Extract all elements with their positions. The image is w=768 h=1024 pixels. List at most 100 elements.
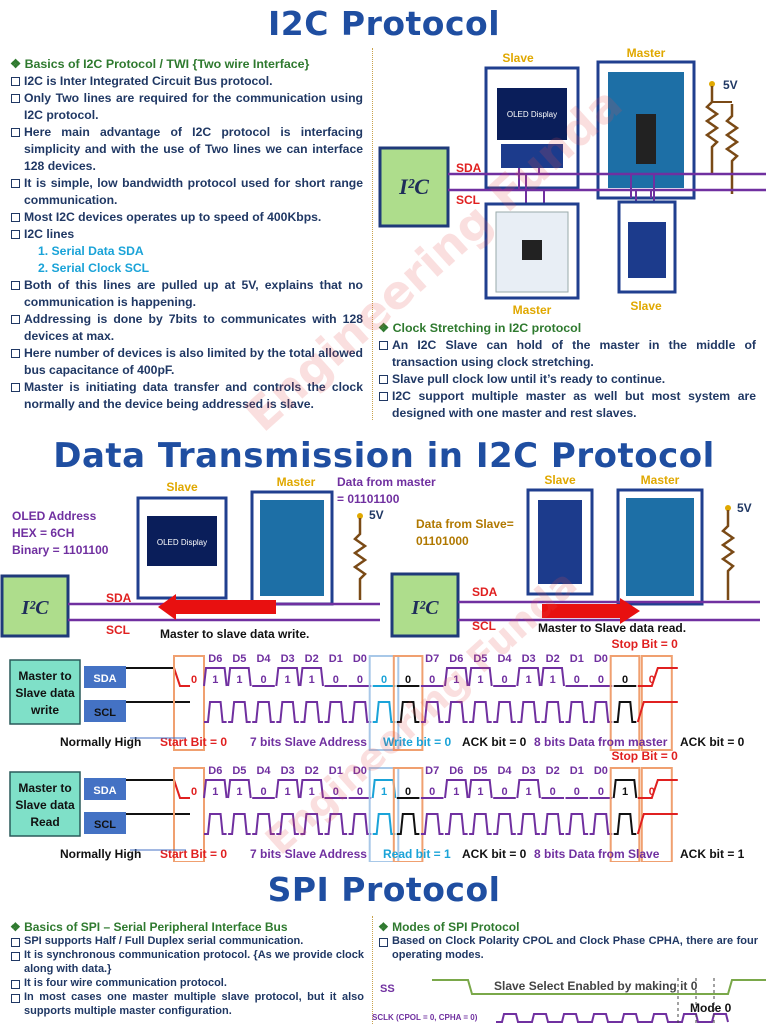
bit-label: D0 <box>594 653 608 665</box>
master-label: Master <box>641 474 680 487</box>
bit-label: D1 <box>570 653 584 665</box>
bit-value: 1 <box>477 674 483 686</box>
list-item: Here number of devices is also limited b… <box>10 345 363 379</box>
list-item: SPI supports Half / Full Duplex serial c… <box>10 934 364 948</box>
bit-label: D0 <box>594 765 608 777</box>
start-bit-label: Start Bit = 0 <box>160 735 227 749</box>
bit-value: 0 <box>598 786 604 798</box>
list-item: Only Two lines are required for the comm… <box>10 90 363 124</box>
sda-bit <box>444 667 469 687</box>
sda-bit <box>203 779 228 799</box>
slave-label: Slave <box>502 51 534 65</box>
transfer-label: write <box>30 703 59 717</box>
bit-value: 1 <box>236 674 242 686</box>
sda-bit <box>299 667 324 687</box>
data-label: 8 bits Data from Slave <box>534 847 660 861</box>
ack2-box <box>609 767 641 862</box>
list-item: Addressing is done by 7bits to communica… <box>10 311 363 345</box>
spi-basics: ❖ Basics of SPI – Serial Peripheral Inte… <box>10 920 364 1018</box>
bit-label: D4 <box>256 765 271 777</box>
spi-title: SPI Protocol <box>267 870 501 909</box>
i2c-bus-diagram: Slave Master OLED Display 5V I²C SDA SCL… <box>378 46 766 317</box>
stop-bit-label: Stop Bit = 0 <box>611 749 678 763</box>
sda-label: SDA <box>456 161 482 175</box>
bit-label: D6 <box>208 653 222 665</box>
transfer-label: Master to <box>18 669 71 683</box>
scl-pulse <box>420 813 444 835</box>
data-from-slave: Data from Slave= <box>416 517 514 531</box>
sda-bit <box>468 779 493 799</box>
bit-label: D5 <box>473 653 487 665</box>
slave-bottom-label: Slave <box>630 299 662 313</box>
spi-modes-heading: ❖ Modes of SPI Protocol <box>378 920 520 934</box>
scl-pulse <box>517 813 540 835</box>
slave-label: Slave <box>544 474 576 487</box>
start-value: 0 <box>191 786 197 798</box>
scl-pulse <box>517 701 540 723</box>
i2c-box-label: I²C <box>20 597 49 619</box>
ack2-label: ACK bit = 0 <box>680 735 745 749</box>
data-label: 8 bits Data from master <box>534 735 668 749</box>
bit-value: 1 <box>550 674 556 686</box>
scl-pulse <box>565 813 589 835</box>
bit-value: 0 <box>381 674 387 686</box>
start-sda <box>173 779 190 799</box>
bit-value: 0 <box>429 786 435 798</box>
bit-value: 0 <box>260 674 266 686</box>
scl-pulse <box>541 701 564 723</box>
bit-value: 1 <box>526 786 532 798</box>
transfer-label: Master to <box>18 781 71 795</box>
bit-value: 1 <box>212 786 218 798</box>
start-bit-label: Start Bit = 0 <box>160 847 227 861</box>
sclk-label: SCLK (CPOL = 0, CPHA = 0) <box>372 1013 478 1022</box>
list-item-sda: 1. Serial Data SDA <box>38 244 144 258</box>
scl-pulse <box>613 701 637 723</box>
transfer-label: Slave data <box>15 686 75 700</box>
divider <box>372 48 373 420</box>
bit-value: 0 <box>501 786 507 798</box>
spi-modes: ❖ Modes of SPI Protocol Based on Clock P… <box>378 920 758 962</box>
i2c-title: I2C Protocol <box>267 4 501 43</box>
scl-pulse <box>276 701 299 723</box>
vcc-label: 5V <box>369 508 384 522</box>
spi-mode-diagram: SS Slave Select Enabled by making it 0 M… <box>372 978 766 1024</box>
master-bottom-label: Master <box>513 303 552 317</box>
address-label: 7 bits Slave Address <box>250 735 367 749</box>
scl-pulse <box>228 701 251 723</box>
stop-sda <box>637 667 678 687</box>
bit-value: 0 <box>260 786 266 798</box>
bit-value: 1 <box>285 786 291 798</box>
oled-screen <box>497 88 567 140</box>
scl-pulse <box>493 813 516 835</box>
divider <box>372 916 373 1024</box>
read-arrow <box>542 598 640 624</box>
bit-value: 1 <box>309 786 315 798</box>
scl-tag-label: SCL <box>94 707 116 719</box>
bit-value: 0 <box>357 674 363 686</box>
list-item: Both of this lines are pulled up at 5V, … <box>10 277 363 311</box>
bit-label: D6 <box>449 653 463 665</box>
ack2-label: ACK bit = 1 <box>680 847 745 861</box>
bit-label: D4 <box>497 765 512 777</box>
bit-label: D5 <box>473 765 487 777</box>
transfer-label: Slave data <box>15 798 75 812</box>
resistor-2 <box>724 104 740 194</box>
sda-bit <box>227 779 252 799</box>
sda-bit <box>275 779 300 799</box>
bit-label: D2 <box>546 765 560 777</box>
bit-label: D2 <box>305 765 319 777</box>
bit-label: D7 <box>425 765 439 777</box>
scl-pulse <box>396 813 420 835</box>
bit-value: 0 <box>333 674 339 686</box>
list-item: I2C lines <box>10 226 363 243</box>
list-item: I2C is Inter Integrated Circuit Bus prot… <box>10 73 363 90</box>
start-box <box>173 655 205 751</box>
rw-box <box>368 767 400 862</box>
list-item: Slave pull clock low until it’s ready to… <box>378 371 756 388</box>
clock-stretching: ❖ Clock Stretching in I2C protocol An I2… <box>378 320 756 422</box>
bit-label: D5 <box>232 765 246 777</box>
master-label: Master <box>627 46 666 60</box>
scl-pulse <box>589 701 613 723</box>
bit-label: D1 <box>329 653 343 665</box>
bit-label: D5 <box>232 653 246 665</box>
